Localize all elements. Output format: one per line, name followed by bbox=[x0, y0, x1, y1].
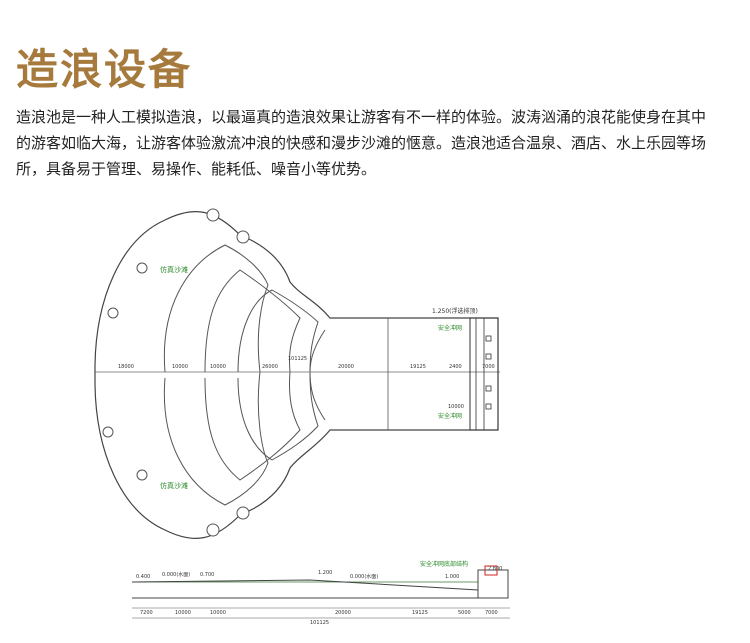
section-overall-dim: 101125 bbox=[310, 620, 329, 626]
mid-dim-label: 10000 bbox=[448, 404, 464, 410]
rock bbox=[206, 523, 220, 537]
dim-label: 20000 bbox=[338, 364, 354, 370]
beach-label-top: 仿真沙滩 bbox=[160, 265, 188, 274]
section-dim: 7000 bbox=[485, 610, 498, 616]
plan-view bbox=[94, 211, 500, 539]
contour-line bbox=[163, 244, 269, 506]
rock bbox=[136, 262, 148, 274]
section-dim: 19125 bbox=[412, 610, 428, 616]
section-view bbox=[131, 569, 510, 619]
dim-label: 10000 bbox=[172, 364, 188, 370]
dim-label: 19125 bbox=[410, 364, 426, 370]
contour-line bbox=[237, 289, 319, 461]
rock bbox=[107, 307, 119, 319]
section-label: 0.400 bbox=[136, 574, 150, 580]
section-label: 1.000 bbox=[445, 574, 459, 580]
dim-label: 2400 bbox=[449, 364, 462, 370]
beach-label-bottom: 仿真沙滩 bbox=[160, 481, 188, 490]
section-machine-mark bbox=[484, 565, 498, 576]
outlet bbox=[485, 385, 492, 392]
outlet bbox=[485, 403, 492, 410]
overall-dim-label: 101125 bbox=[288, 356, 307, 362]
outlet bbox=[485, 335, 492, 342]
section-label: 2.800 bbox=[488, 566, 502, 572]
section-dim: 7200 bbox=[140, 610, 153, 616]
section-safety-label: 安全冲网底部结构 bbox=[420, 560, 468, 568]
pool-outline bbox=[94, 211, 499, 539]
rock bbox=[236, 506, 250, 520]
dim-label: 26000 bbox=[262, 364, 278, 370]
section-dim: 10000 bbox=[175, 610, 191, 616]
section-label: 0.000(水面) bbox=[350, 573, 378, 580]
safety-net-label-bottom: 安全冲网 bbox=[438, 412, 462, 420]
deep-label: 1.250(浮选排顶) bbox=[432, 307, 478, 315]
intro-line: 所，具备易于管理、易操作、能耗低、噪音小等优势。 bbox=[16, 160, 377, 178]
safety-net-label-top: 安全冲网 bbox=[438, 324, 462, 332]
rock bbox=[206, 208, 220, 222]
section-label: 1.200 bbox=[318, 570, 332, 576]
dim-label: 18000 bbox=[118, 364, 134, 370]
rock bbox=[136, 469, 148, 481]
machine-outlets bbox=[485, 335, 492, 410]
intro-line: 造浪池是一种人工模拟造浪，以最逼真的造浪效果让游客有不一样的体验。波涛汹涌的浪花… bbox=[16, 108, 707, 126]
contour-line bbox=[204, 269, 301, 481]
page-title: 造浪设备 bbox=[16, 45, 193, 94]
section-dim: 5000 bbox=[458, 610, 471, 616]
section-dim: 10000 bbox=[210, 610, 226, 616]
intro-paragraph: 造浪池是一种人工模拟造浪，以最逼真的造浪效果让游客有不一样的体验。波涛汹涌的浪花… bbox=[16, 104, 738, 182]
section-label: 0.000(水面) bbox=[162, 571, 190, 578]
section-floor bbox=[131, 579, 479, 598]
dim-label: 7000 bbox=[482, 364, 495, 370]
section-label: 0.700 bbox=[200, 572, 214, 578]
rock bbox=[236, 230, 250, 244]
dim-label: 10000 bbox=[210, 364, 226, 370]
section-machine bbox=[477, 569, 509, 599]
intro-line: 的游客如临大海，让游客体验激流冲浪的快感和漫步沙滩的惬意。造浪池适合温泉、酒店、… bbox=[16, 134, 707, 152]
rock bbox=[102, 426, 114, 438]
section-dim: 20000 bbox=[335, 610, 351, 616]
outlet bbox=[485, 353, 492, 360]
beach-rocks bbox=[102, 208, 250, 537]
